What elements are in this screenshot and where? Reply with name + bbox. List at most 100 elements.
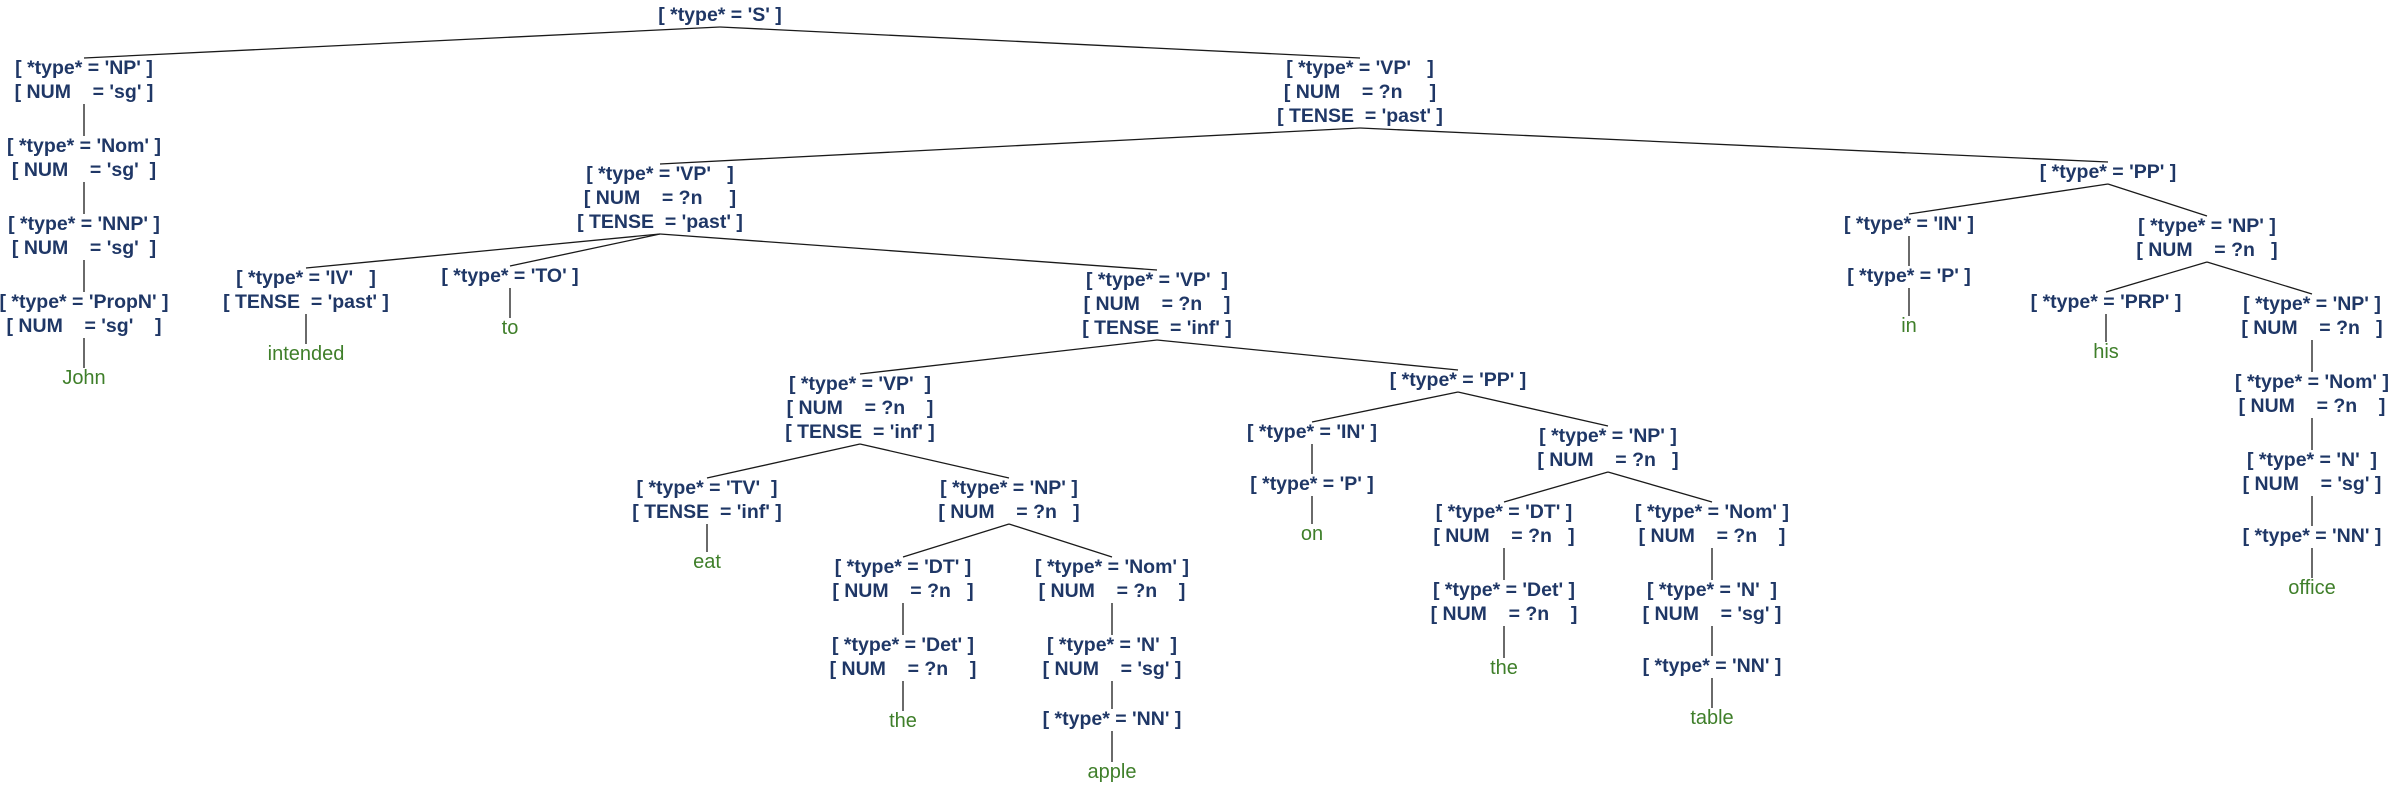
feature-structure-node: [ *type* = 'N' ][ NUM = 'sg' ]: [1043, 634, 1182, 680]
feature-structure-node: [ *type* = 'NN' ]: [1643, 655, 1782, 677]
feature-line: [ *type* = 'PP' ]: [2040, 161, 2177, 183]
feature-line: [ *type* = 'P' ]: [1250, 473, 1374, 495]
leaf-word-text: on: [1301, 523, 1323, 545]
feature-structure-node: [ *type* = 'N' ][ NUM = 'sg' ]: [2243, 449, 2382, 495]
tree-edge: [659, 233, 1158, 271]
feature-structure-node: [ *type* = 'VP' ][ NUM = ?n ][ TENSE = '…: [1082, 269, 1232, 339]
leaf-word: intended: [268, 343, 345, 365]
feature-line: [ TENSE = 'inf' ]: [1082, 317, 1232, 339]
tree-edge: [83, 26, 721, 59]
leaf-word: the: [889, 710, 917, 732]
feature-structure-node: [ *type* = 'DT' ][ NUM = ?n ]: [832, 556, 973, 602]
feature-line: [ *type* = 'DT' ]: [835, 556, 972, 578]
feature-line: [ *type* = 'IN' ]: [1247, 421, 1377, 443]
leaf-word: eat: [693, 551, 721, 573]
feature-structure-node: [ *type* = 'VP' ][ NUM = ?n ][ TENSE = '…: [1277, 57, 1443, 127]
feature-line: [ *type* = 'NNP' ]: [8, 213, 160, 235]
feature-line: [ TENSE = 'past' ]: [223, 291, 389, 313]
feature-structure-node: [ *type* = 'NP' ][ NUM = ?n ]: [1537, 425, 1678, 471]
tree-edge: [2105, 261, 2208, 293]
feature-structure-node: [ *type* = 'IN' ]: [1247, 421, 1377, 443]
feature-line: [ *type* = 'NP' ]: [2243, 293, 2381, 315]
feature-line: [ NUM = ?n ]: [1639, 525, 1786, 547]
feature-line: [ *type* = 'NP' ]: [2138, 215, 2276, 237]
tree-edge: [1607, 471, 1713, 503]
tree-edge: [706, 443, 861, 479]
feature-line: [ *type* = 'S' ]: [658, 4, 782, 26]
feature-line: [ *type* = 'VP' ]: [1286, 57, 1433, 79]
feature-structure-node: [ *type* = 'NNP' ][ NUM = 'sg' ]: [8, 213, 160, 259]
tree-edge: [305, 233, 661, 269]
leaf-word-text: the: [889, 710, 917, 732]
feature-line: [ NUM = ?n ]: [832, 580, 973, 602]
feature-structure-node: [ *type* = 'S' ]: [658, 4, 782, 26]
feature-structure-node: [ *type* = 'IV' ][ TENSE = 'past' ]: [223, 267, 389, 313]
feature-line: [ *type* = 'Det' ]: [1433, 579, 1575, 601]
feature-structure-node: [ *type* = 'VP' ][ NUM = ?n ][ TENSE = '…: [785, 373, 935, 443]
feature-line: [ *type* = 'P' ]: [1847, 265, 1971, 287]
feature-line: [ NUM = ?n ]: [1284, 81, 1436, 103]
leaf-word-text: in: [1901, 315, 1917, 337]
feature-line: [ *type* = 'VP' ]: [789, 373, 931, 395]
feature-line: [ *type* = 'N' ]: [1047, 634, 1177, 656]
tree-edge: [659, 127, 1361, 165]
tree-edge: [1908, 183, 2109, 215]
feature-line: [ NUM = ?n ]: [1039, 580, 1186, 602]
feature-line: [ NUM = ?n ]: [787, 397, 934, 419]
feature-line: [ NUM = 'sg' ]: [7, 315, 162, 337]
feature-line: [ *type* = 'Det' ]: [832, 634, 974, 656]
feature-line: [ NUM = ?n ]: [830, 658, 977, 680]
feature-line: [ *type* = 'Nom' ]: [2235, 371, 2389, 393]
feature-structure-node: [ *type* = 'NP' ][ NUM = ?n ]: [938, 477, 1079, 523]
feature-structure-node: [ *type* = 'TV' ][ TENSE = 'inf' ]: [632, 477, 782, 523]
feature-line: [ NUM = 'sg' ]: [1043, 658, 1182, 680]
tree-nodes: [ *type* = 'S' ][ *type* = 'NP' ][ NUM =…: [0, 4, 2389, 783]
feature-line: [ NUM = ?n ]: [1433, 525, 1574, 547]
feature-structure-node: [ *type* = 'Nom' ][ NUM = 'sg' ]: [7, 135, 161, 181]
feature-line: [ *type* = 'Nom' ]: [1035, 556, 1189, 578]
tree-edge: [509, 233, 661, 267]
feature-structure-node: [ *type* = 'P' ]: [1847, 265, 1971, 287]
leaf-word: table: [1690, 707, 1733, 729]
tree-edge: [1359, 127, 2109, 163]
leaf-word: the: [1490, 657, 1518, 679]
leaf-word: in: [1901, 315, 1917, 337]
feature-structure-node: [ *type* = 'PRP' ]: [2031, 291, 2182, 313]
feature-line: [ *type* = 'PP' ]: [1390, 369, 1527, 391]
tree-edge: [1008, 523, 1113, 558]
tree-edge: [1503, 471, 1609, 503]
feature-line: [ *type* = 'NN' ]: [2243, 525, 2382, 547]
leaf-word-text: table: [1690, 707, 1733, 729]
feature-line: [ *type* = 'Nom' ]: [1635, 501, 1789, 523]
tree-edge: [859, 339, 1158, 375]
feature-structure-node: [ *type* = 'NP' ][ NUM = ?n ]: [2136, 215, 2277, 261]
feature-line: [ NUM = ?n ]: [2241, 317, 2382, 339]
feature-line: [ NUM = ?n ]: [2239, 395, 2386, 417]
feature-line: [ NUM = ?n ]: [938, 501, 1079, 523]
feature-line: [ NUM = 'sg' ]: [12, 159, 156, 181]
feature-line: [ *type* = 'IN' ]: [1844, 213, 1974, 235]
feature-structure-node: [ *type* = 'NP' ][ NUM = ?n ]: [2241, 293, 2382, 339]
feature-line: [ TENSE = 'inf' ]: [785, 421, 935, 443]
feature-line: [ *type* = 'TV' ]: [637, 477, 778, 499]
feature-line: [ *type* = 'Nom' ]: [7, 135, 161, 157]
feature-structure-node: [ *type* = 'IN' ]: [1844, 213, 1974, 235]
tree-edge: [2107, 183, 2208, 217]
feature-structure-node: [ *type* = 'Nom' ][ NUM = ?n ]: [1035, 556, 1189, 602]
feature-line: [ *type* = 'TO' ]: [441, 265, 578, 287]
feature-structure-node: [ *type* = 'N' ][ NUM = 'sg' ]: [1643, 579, 1782, 625]
feature-structure-node: [ *type* = 'PP' ]: [1390, 369, 1527, 391]
feature-structure-node: [ *type* = 'Nom' ][ NUM = ?n ]: [1635, 501, 1789, 547]
feature-line: [ *type* = 'NN' ]: [1643, 655, 1782, 677]
tree-edge: [1311, 391, 1459, 423]
feature-line: [ TENSE = 'past' ]: [1277, 105, 1443, 127]
feature-structure-node: [ *type* = 'NN' ]: [1043, 708, 1182, 730]
feature-line: [ *type* = 'PropN' ]: [0, 291, 169, 313]
leaf-word: his: [2093, 341, 2119, 363]
feature-line: [ TENSE = 'inf' ]: [632, 501, 782, 523]
leaf-word: to: [502, 317, 519, 339]
feature-structure-node: [ *type* = 'VP' ][ NUM = ?n ][ TENSE = '…: [577, 163, 743, 233]
leaf-word-text: intended: [268, 343, 345, 365]
feature-line: [ NUM = ?n ]: [584, 187, 736, 209]
